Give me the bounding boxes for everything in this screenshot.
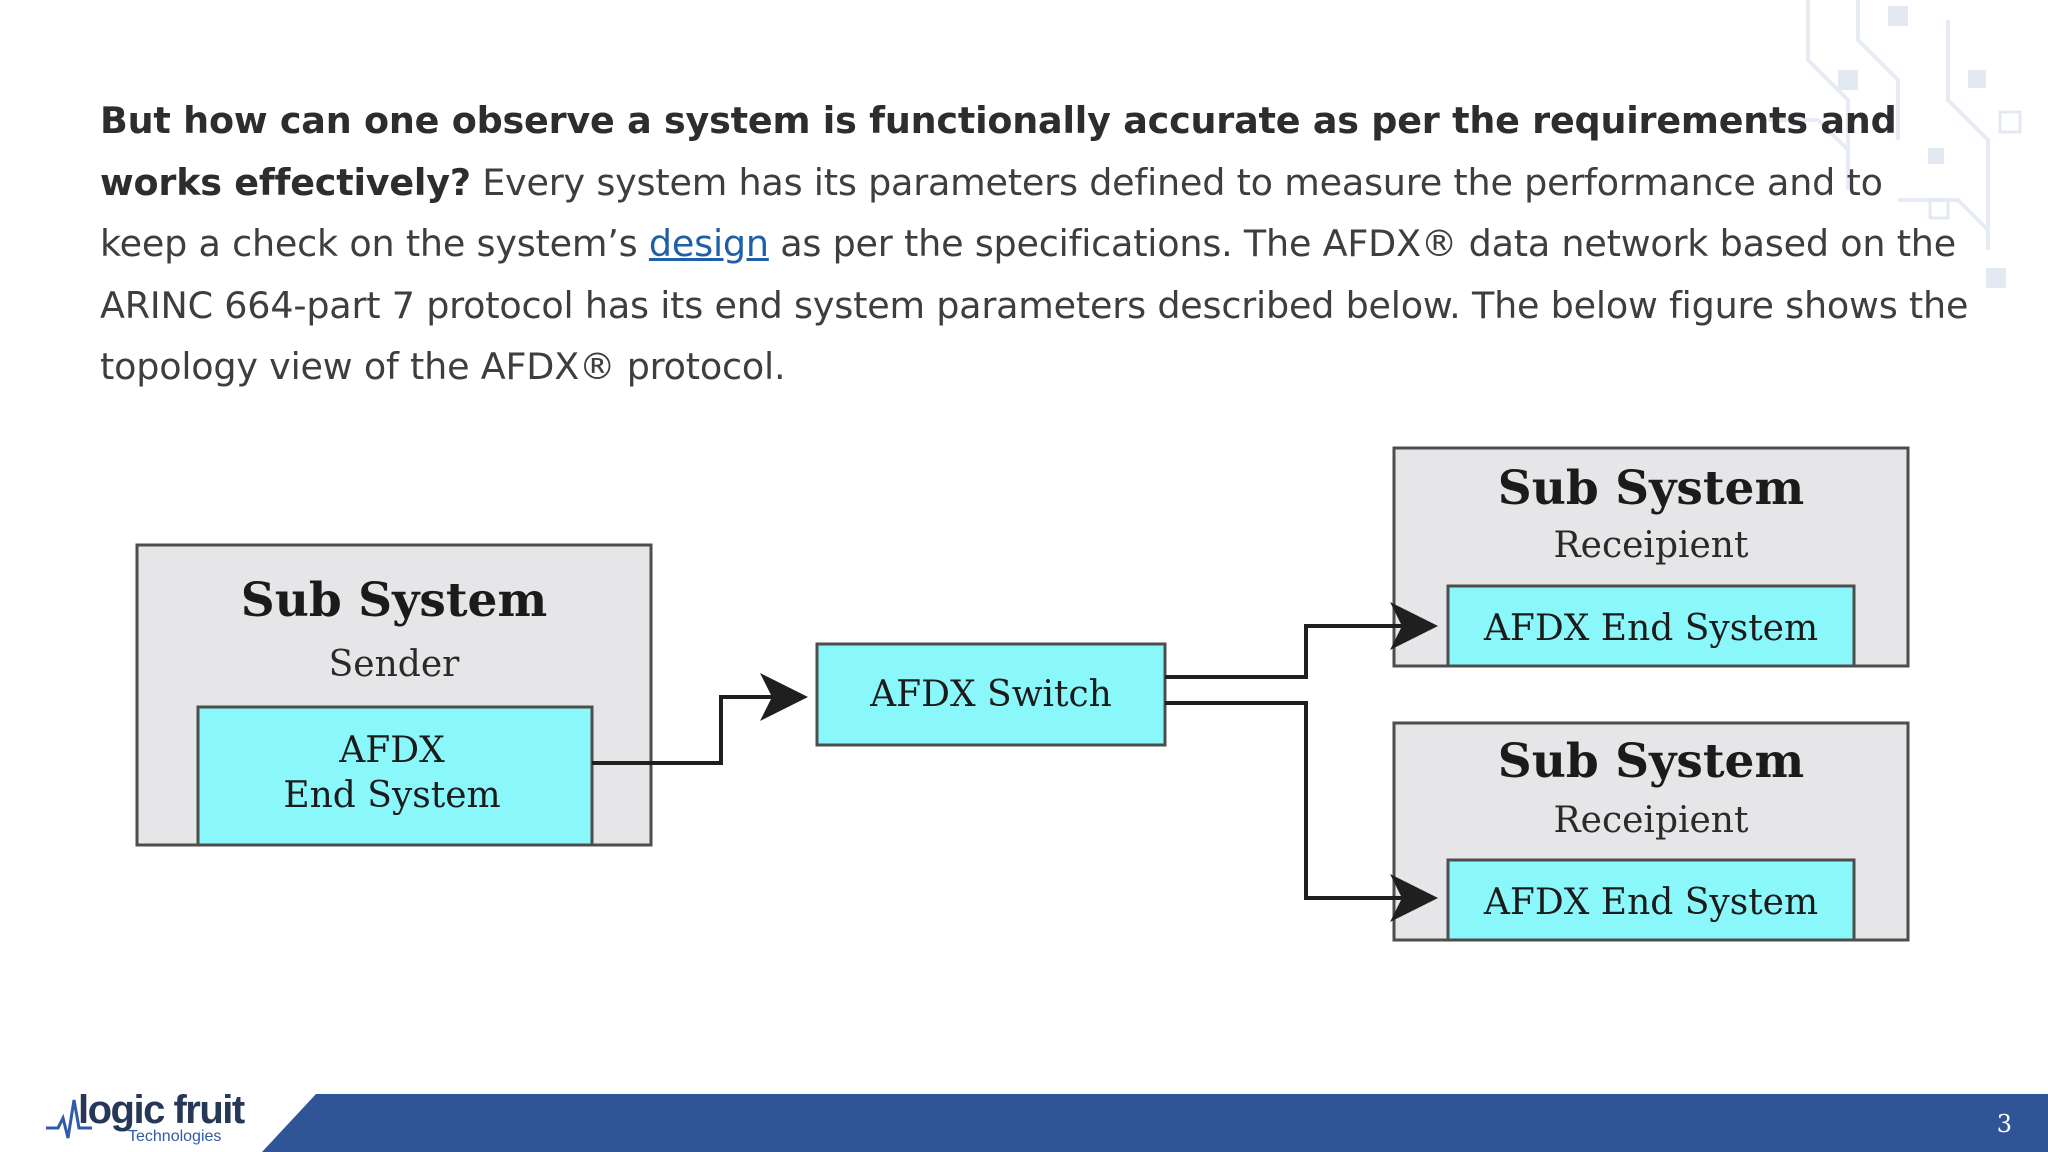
switch-to-recipient-1-arrow	[1165, 602, 1438, 679]
footer-band	[262, 1094, 2048, 1152]
recipient-2-end-system-box	[1446, 858, 1856, 942]
page-number: 3	[1996, 1110, 2012, 1138]
sender-to-switch-arrow	[592, 673, 808, 765]
sender-role: Sender	[329, 644, 461, 685]
sender-end-system-line1: AFDX	[338, 730, 445, 771]
recipient-subsystem-2: Sub System Receipient AFDX End System	[1392, 721, 1910, 942]
recipient-1-title: Sub System	[1498, 461, 1804, 516]
recipient-1-role: Receipient	[1554, 525, 1749, 566]
afdx-switch: AFDX Switch	[815, 642, 1167, 747]
paragraph-bold-lead: But how can one observe a system is func…	[100, 99, 1897, 204]
sender-end-system-line2: End System	[283, 775, 500, 816]
recipient-subsystem-1: Sub System Receipient AFDX End System	[1392, 446, 1910, 668]
logo-subtitle: Technologies	[128, 1128, 222, 1145]
pulse-icon	[46, 1099, 92, 1139]
switch-to-recipient-2-arrow	[1165, 701, 1438, 922]
recipient-2-end-system: AFDX End System	[1483, 882, 1818, 923]
logo-name: logic fruit	[78, 1088, 245, 1132]
sender-title: Sub System	[241, 573, 547, 628]
paragraph-text-1: Every system has its parameters defined …	[100, 160, 1883, 266]
recipient-1-end-system-box	[1446, 584, 1856, 668]
recipient-2-role: Receipient	[1554, 800, 1749, 841]
logo: logic fruit Technologies	[44, 1088, 284, 1148]
switch-label: AFDX Switch	[869, 674, 1112, 715]
sender-end-system-box	[196, 705, 594, 847]
recipient-1-end-system: AFDX End System	[1483, 608, 1818, 649]
design-link[interactable]: design	[648, 222, 769, 265]
paragraph-text-2: as per the specifications. The AFDX® dat…	[100, 222, 1969, 388]
circuit-decoration	[1768, 0, 2022, 288]
sender-subsystem: Sub System Sender AFDX End System	[135, 543, 653, 847]
body-paragraph: But how can one observe a system is func…	[100, 90, 1980, 398]
recipient-2-title: Sub System	[1498, 734, 1804, 789]
